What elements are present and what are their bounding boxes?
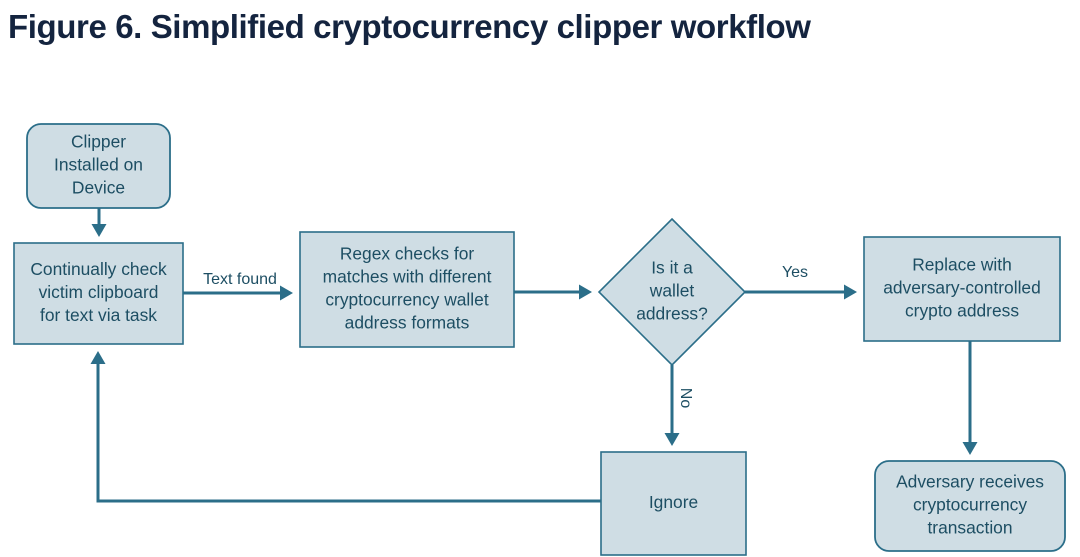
flow-node-is-wallet-address[interactable]: Is it a wallet address?	[597, 217, 747, 367]
node-text-line: victim clipboard	[39, 282, 159, 302]
node-text-line: address?	[636, 304, 708, 324]
node-shape-rounded-rect	[874, 460, 1066, 552]
flow-node-continually-check[interactable]: Continually check victim clipboard for tex…	[13, 242, 184, 345]
edge-label: Text found	[203, 271, 277, 288]
edge-arrowhead	[91, 224, 107, 237]
edge-label: Yes	[782, 264, 808, 281]
edge-arrowhead	[844, 284, 857, 300]
flow-node-regex-checks[interactable]: Regex checks for matches with different cr…	[299, 231, 515, 348]
node-text-line: crypto address	[905, 301, 1019, 321]
node-shape-rounded-rect	[26, 123, 171, 209]
node-text-line: Replace with	[912, 255, 1012, 275]
node-text-line: Ignore	[649, 492, 698, 512]
edge-line	[96, 364, 601, 503]
node-text-line: adversary-controlled	[883, 278, 1041, 298]
node-text-line: cryptocurrency	[913, 495, 1027, 515]
flow-edge	[91, 208, 107, 237]
node-shape-diamond	[597, 217, 747, 367]
node-text-line: cryptocurrency wallet	[325, 290, 489, 310]
edge-arrowhead	[664, 433, 680, 446]
node-text-line: Regex checks for	[340, 244, 475, 264]
flow-edge: Yes	[745, 264, 857, 300]
node-text-line: Clipper	[71, 132, 126, 152]
node-text-line: Is it a	[651, 258, 693, 278]
flow-edge	[514, 284, 592, 300]
node-text-line: Installed on	[54, 155, 143, 175]
node-text-line: matches with different	[323, 267, 492, 287]
edge-arrowhead	[962, 442, 978, 455]
flow-edge: Text found	[183, 271, 293, 301]
node-text-line: Device	[72, 178, 125, 198]
flow-node-ignore[interactable]: Ignore	[600, 451, 747, 556]
node-shape-rect	[299, 231, 515, 348]
flow-node-adversary-receives[interactable]: Adversary receives cryptocurrency transact…	[874, 460, 1066, 552]
edge-arrowhead	[579, 284, 592, 300]
edge-label: No	[677, 388, 694, 409]
flow-edge	[962, 341, 978, 455]
node-text-line: Continually check	[30, 259, 167, 279]
node-shape-rect	[600, 451, 747, 556]
flow-edge: No	[664, 365, 694, 446]
node-text-line: wallet	[649, 281, 695, 301]
node-shape-rect	[13, 242, 184, 345]
flow-node-replace-address[interactable]: Replace with adversary-controlled crypto a…	[863, 236, 1061, 342]
node-text-line: address formats	[345, 313, 470, 333]
node-text-line: transaction	[927, 518, 1012, 538]
edge-arrowhead	[90, 351, 106, 364]
flow-edge	[90, 351, 601, 503]
node-text-line: Adversary receives	[896, 472, 1044, 492]
node-text-line: for text via task	[40, 305, 157, 325]
node-shape-rect	[863, 236, 1061, 342]
edge-arrowhead	[280, 285, 293, 301]
figure-title: Figure 6. Simplified cryptocurrency clip…	[8, 8, 811, 45]
